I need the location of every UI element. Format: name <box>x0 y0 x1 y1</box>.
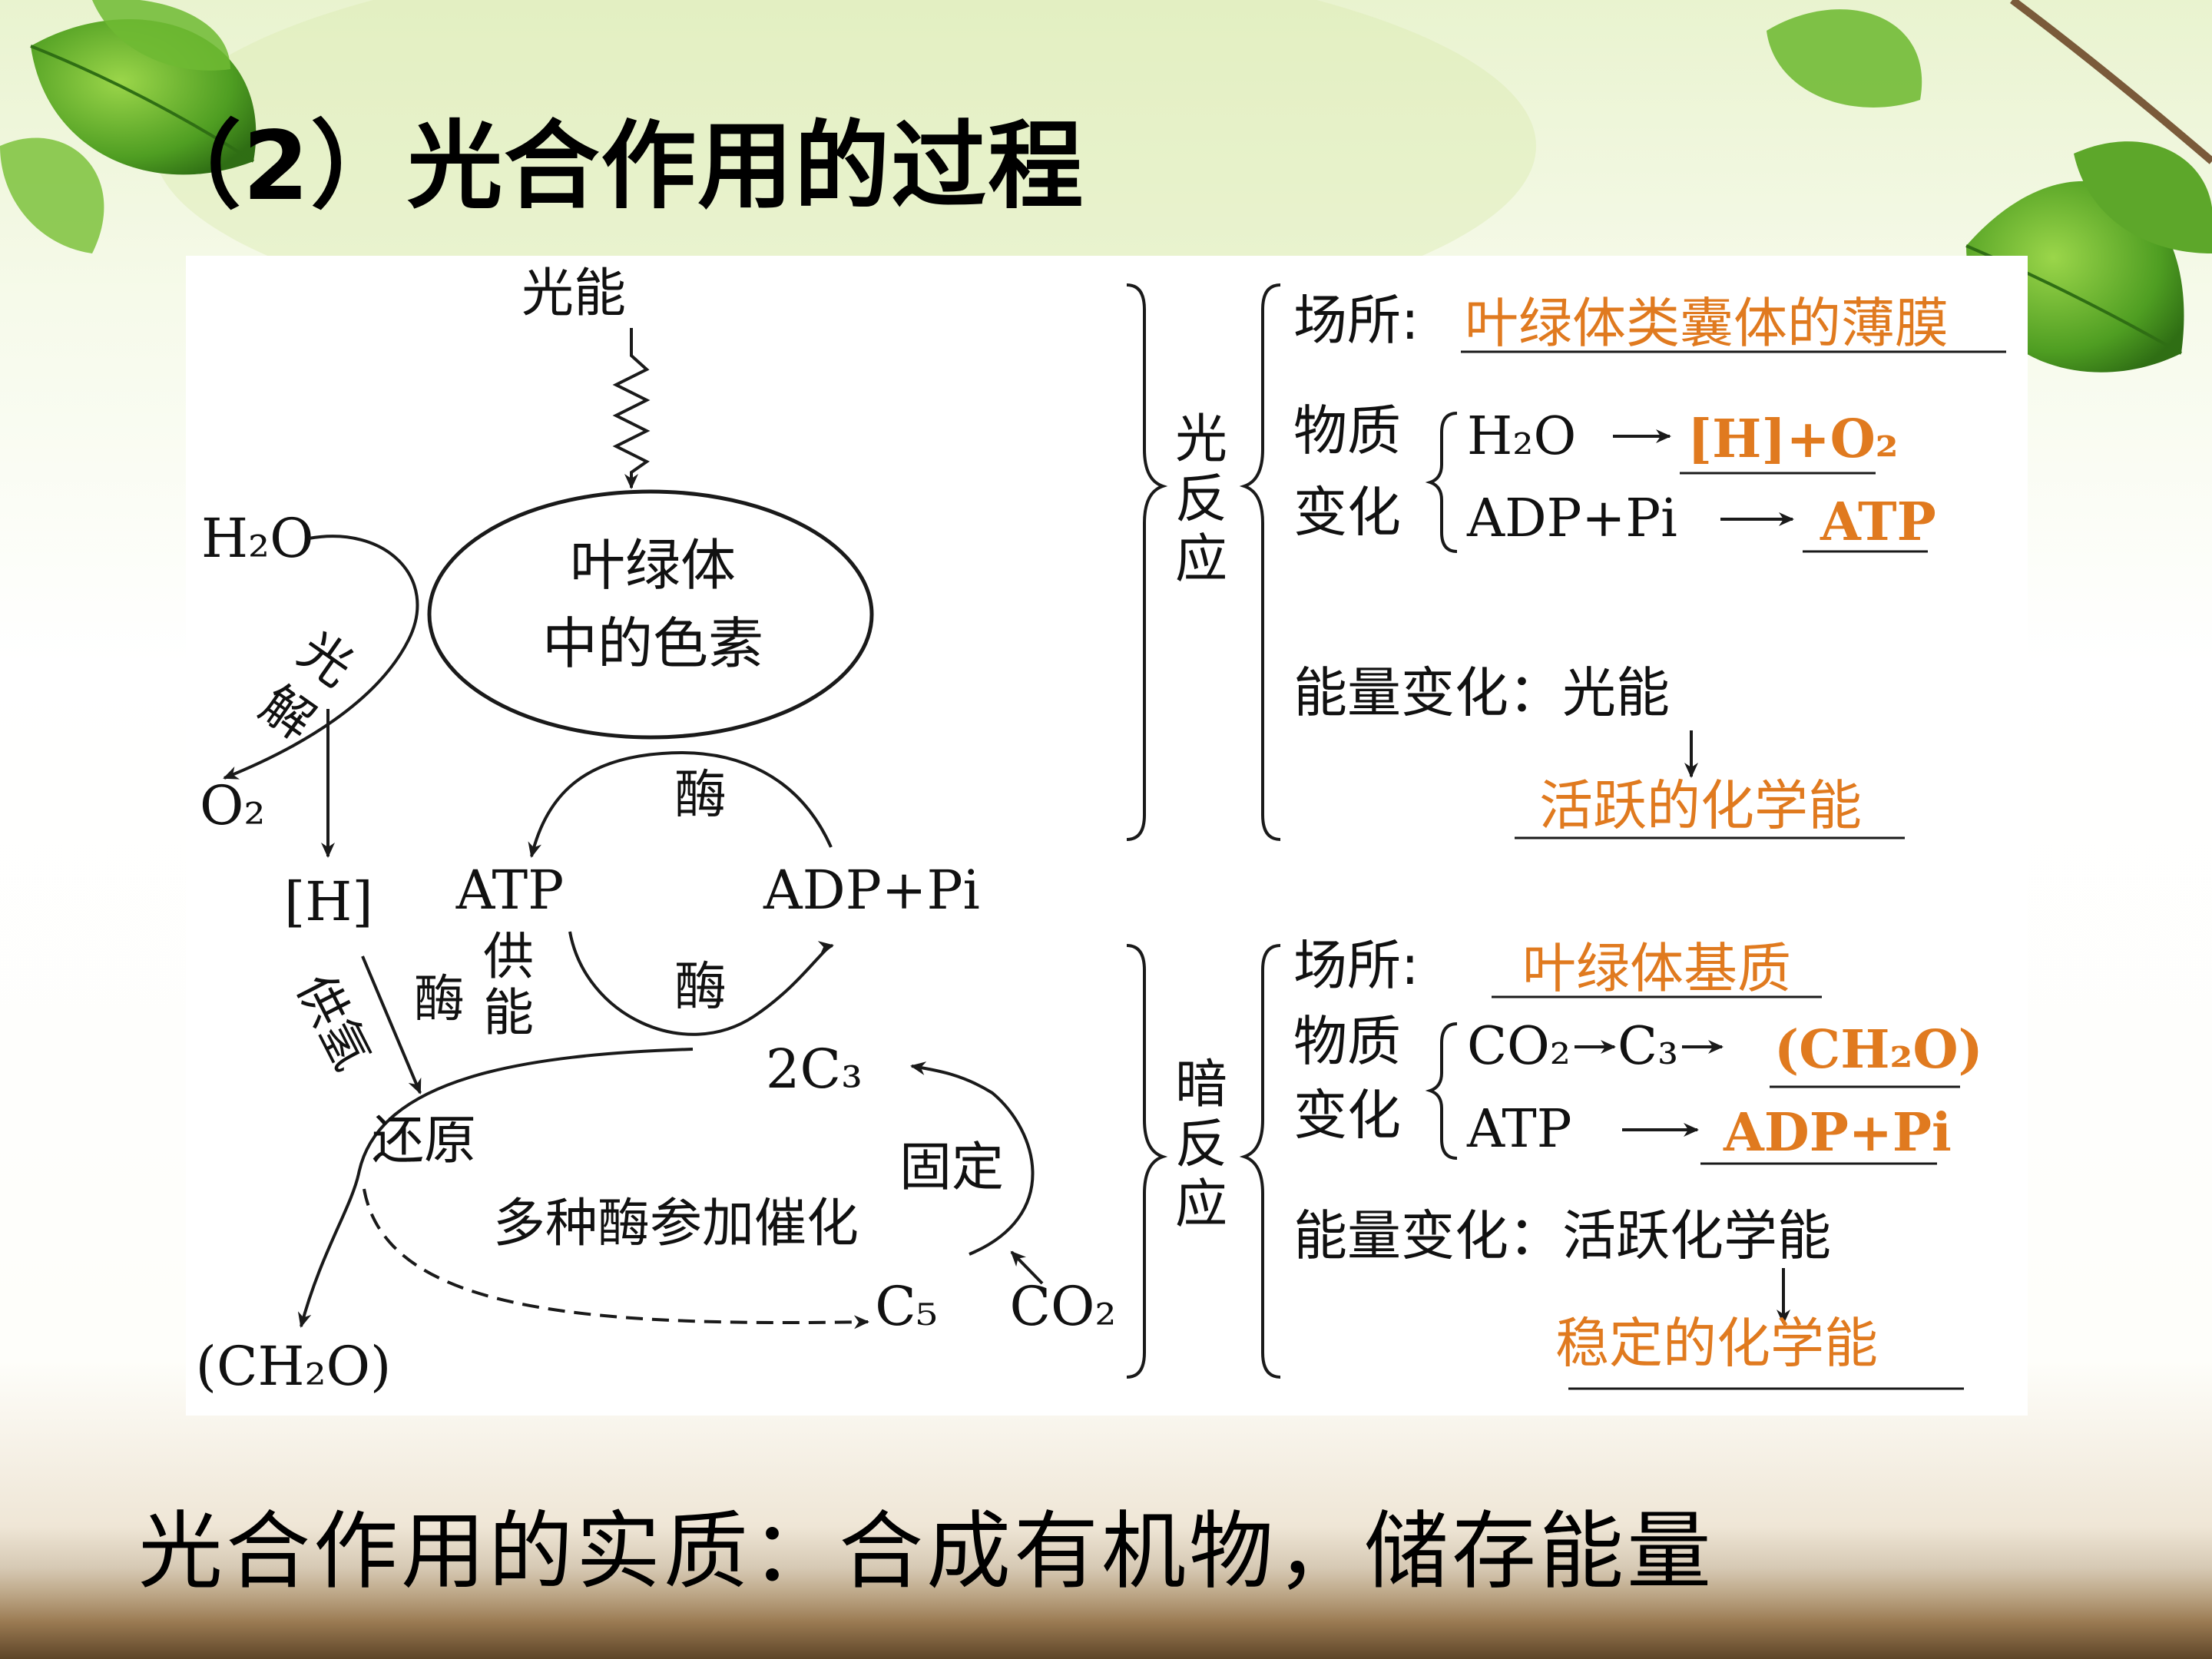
dark-matter-label-1: 物质 <box>1293 1010 1401 1073</box>
dark-energy-answer: 稳定的化学能 <box>1555 1312 1878 1375</box>
light-energy-change-label: 能量变化：光能 <box>1293 661 1670 724</box>
calvin-cycle-upper-curve <box>297 1048 694 1328</box>
soil-band <box>0 1567 2212 1659</box>
dark-energy-change-label: 能量变化：活跃化学能 <box>1293 1204 1831 1267</box>
regeneration-dashed-curve <box>363 1188 869 1330</box>
enzyme-top-label: 酶 <box>674 765 727 826</box>
light-matter-label-1: 物质 <box>1293 399 1401 462</box>
light-reaction-label-char-2: 反 <box>1175 469 1227 530</box>
light-matter-label-2: 变化 <box>1293 481 1401 544</box>
dark-reaction-outer-brace <box>1126 944 1168 1379</box>
pigment-label-line1: 叶绿体 <box>570 533 736 598</box>
dark-matter-brace <box>1425 1022 1458 1160</box>
supply-energy-char-2: 能 <box>483 983 534 1042</box>
c5-label: C₅ <box>875 1275 938 1338</box>
fixation-curve <box>910 1061 1035 1256</box>
photosynthesis-diagram: 光能 叶绿体 中的色素 H₂O 光 解 O₂ [H] 酶 ATP ADP+Pi … <box>196 263 2006 1398</box>
light-energy-answer: 活跃的化学能 <box>1539 774 1862 837</box>
photosynthesis-essence: 光合作用的实质：合成有机物，储存能量 <box>138 1502 1714 1601</box>
enzyme-bottom-label: 酶 <box>674 957 727 1018</box>
dark-reaction-label-char-3: 应 <box>1175 1174 1227 1235</box>
dark-eq2-left: ATP <box>1466 1099 1572 1160</box>
light-reaction-label-char-1: 光 <box>1175 409 1227 470</box>
h2o-label: H₂O <box>201 507 314 570</box>
reduction-label: 还原 <box>372 1111 476 1171</box>
ch2o-label: (CH₂O) <box>196 1335 392 1398</box>
dark-reaction-inner-brace <box>1239 944 1281 1379</box>
light-eq2-answer: ATP <box>1820 492 1936 553</box>
pigment-label-line2: 中的色素 <box>542 611 763 676</box>
enzyme-left-label: 酶 <box>414 969 465 1028</box>
light-site-answer: 叶绿体类囊体的薄膜 <box>1465 292 1949 355</box>
light-energy-label: 光能 <box>522 263 626 324</box>
atp-synthesis-arc <box>528 751 833 858</box>
hydrogen-supply-arrow <box>361 955 422 1094</box>
co2-arrow <box>1010 1250 1044 1285</box>
atp-hydrolysis-arc <box>568 931 834 1036</box>
photolysis-curve <box>223 535 419 780</box>
light-eq2-left: ADP+Pi <box>1466 488 1677 549</box>
multi-enzyme-label: 多种酶参加催化 <box>493 1194 859 1254</box>
c3-label: 2C₃ <box>766 1038 863 1101</box>
light-eq1-left: H₂O <box>1467 406 1576 467</box>
supply-hydrogen-label: 供氢 <box>286 966 381 1080</box>
light-reaction-inner-brace <box>1239 283 1281 841</box>
dark-site-label: 场所: <box>1293 934 1419 997</box>
light-zigzag-arrow <box>612 328 651 478</box>
dark-matter-label-2: 变化 <box>1293 1084 1401 1147</box>
fixation-label: 固定 <box>899 1137 1004 1198</box>
dark-eq2-answer: ADP+Pi <box>1723 1102 1952 1164</box>
h-label: [H] <box>284 870 373 933</box>
co2-label: CO₂ <box>1009 1275 1116 1338</box>
dark-eq1-mid: C₃ <box>1618 1016 1678 1077</box>
dark-reaction-label-char-2: 反 <box>1175 1114 1227 1175</box>
pigment-ellipse <box>427 489 874 740</box>
supply-energy-char-1: 供 <box>483 927 534 986</box>
light-eq1-answer: [H]+O₂ <box>1687 409 1899 470</box>
photosynthesis-panel: 光能 叶绿体 中的色素 H₂O 光 解 O₂ [H] 酶 ATP ADP+Pi … <box>186 256 2028 1416</box>
o2-label: O₂ <box>200 774 265 837</box>
light-reaction-outer-brace <box>1126 283 1168 841</box>
light-reaction-label-char-3: 应 <box>1175 529 1227 590</box>
leaf-icon-top-left <box>0 0 257 253</box>
dark-eq1-left: CO₂ <box>1467 1016 1571 1077</box>
atp-label: ATP <box>455 859 565 922</box>
light-site-label: 场所: <box>1293 289 1419 352</box>
light-matter-brace <box>1425 412 1458 553</box>
dark-eq1-answer: (CH₂O) <box>1774 1019 1983 1081</box>
adp-pi-label: ADP+Pi <box>763 859 980 922</box>
dark-site-answer: 叶绿体基质 <box>1522 937 1791 1000</box>
dark-reaction-label-char-1: 暗 <box>1175 1055 1227 1115</box>
slide-title: （2）光合作用的过程 <box>146 111 1085 222</box>
